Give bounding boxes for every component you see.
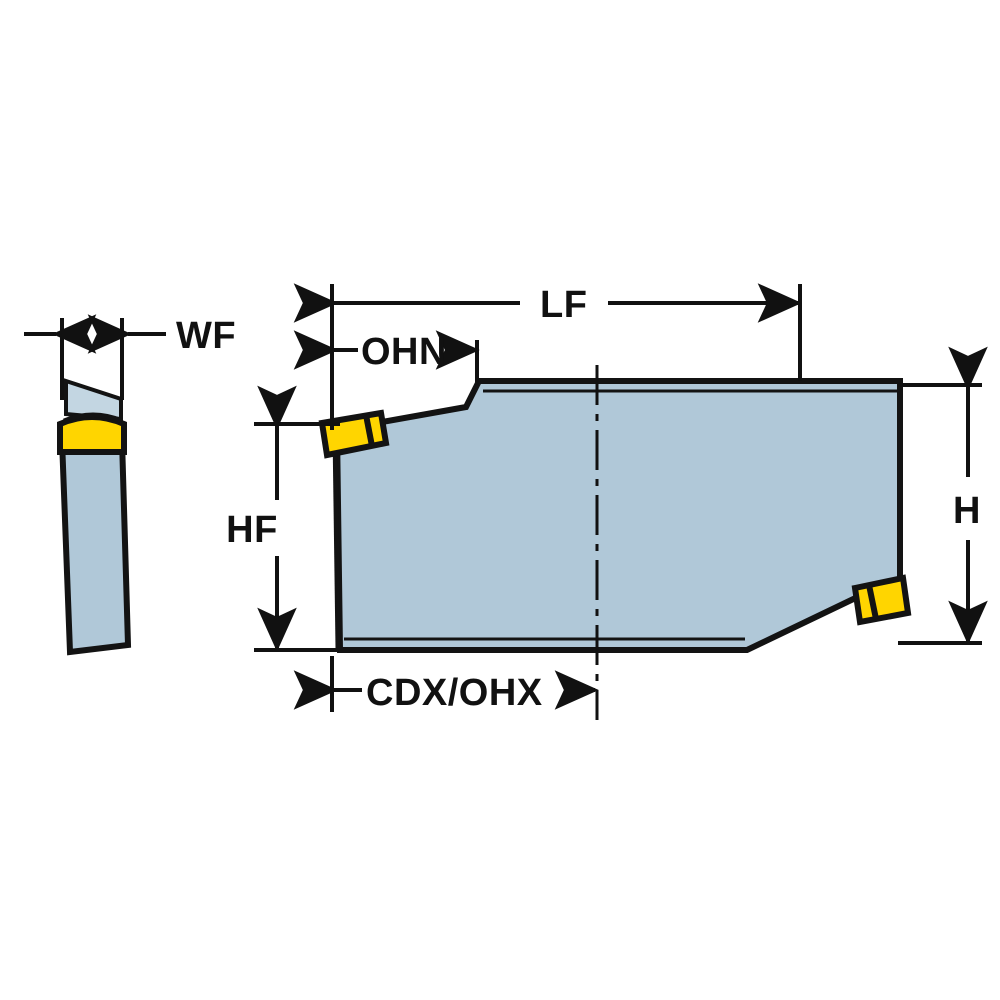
holder-body [333,378,903,653]
side-view-insert [57,414,127,455]
insert-lower-right-group [851,574,912,626]
insert-lower-right-facet [866,584,879,620]
body-left-edge-line [332,431,341,649]
cdx-ohx-dimension-label: CDX/OHX [366,672,543,714]
front-view-group: LF OHN HF H CDX/OHX [226,283,988,720]
side-view-shank [58,437,132,656]
h-dimension-label: H [953,490,981,532]
lf-dimension-label: LF [540,284,587,326]
wf-dimension-label: WF [176,315,236,357]
hf-dimension-label: HF [226,509,278,551]
side-view-insert-seat [63,412,123,424]
insert-upper-left-facet [363,414,375,447]
insert-lower-right [851,574,912,626]
ohn-dimension-label: OHN [361,331,447,373]
side-view-group: WF [24,314,236,656]
